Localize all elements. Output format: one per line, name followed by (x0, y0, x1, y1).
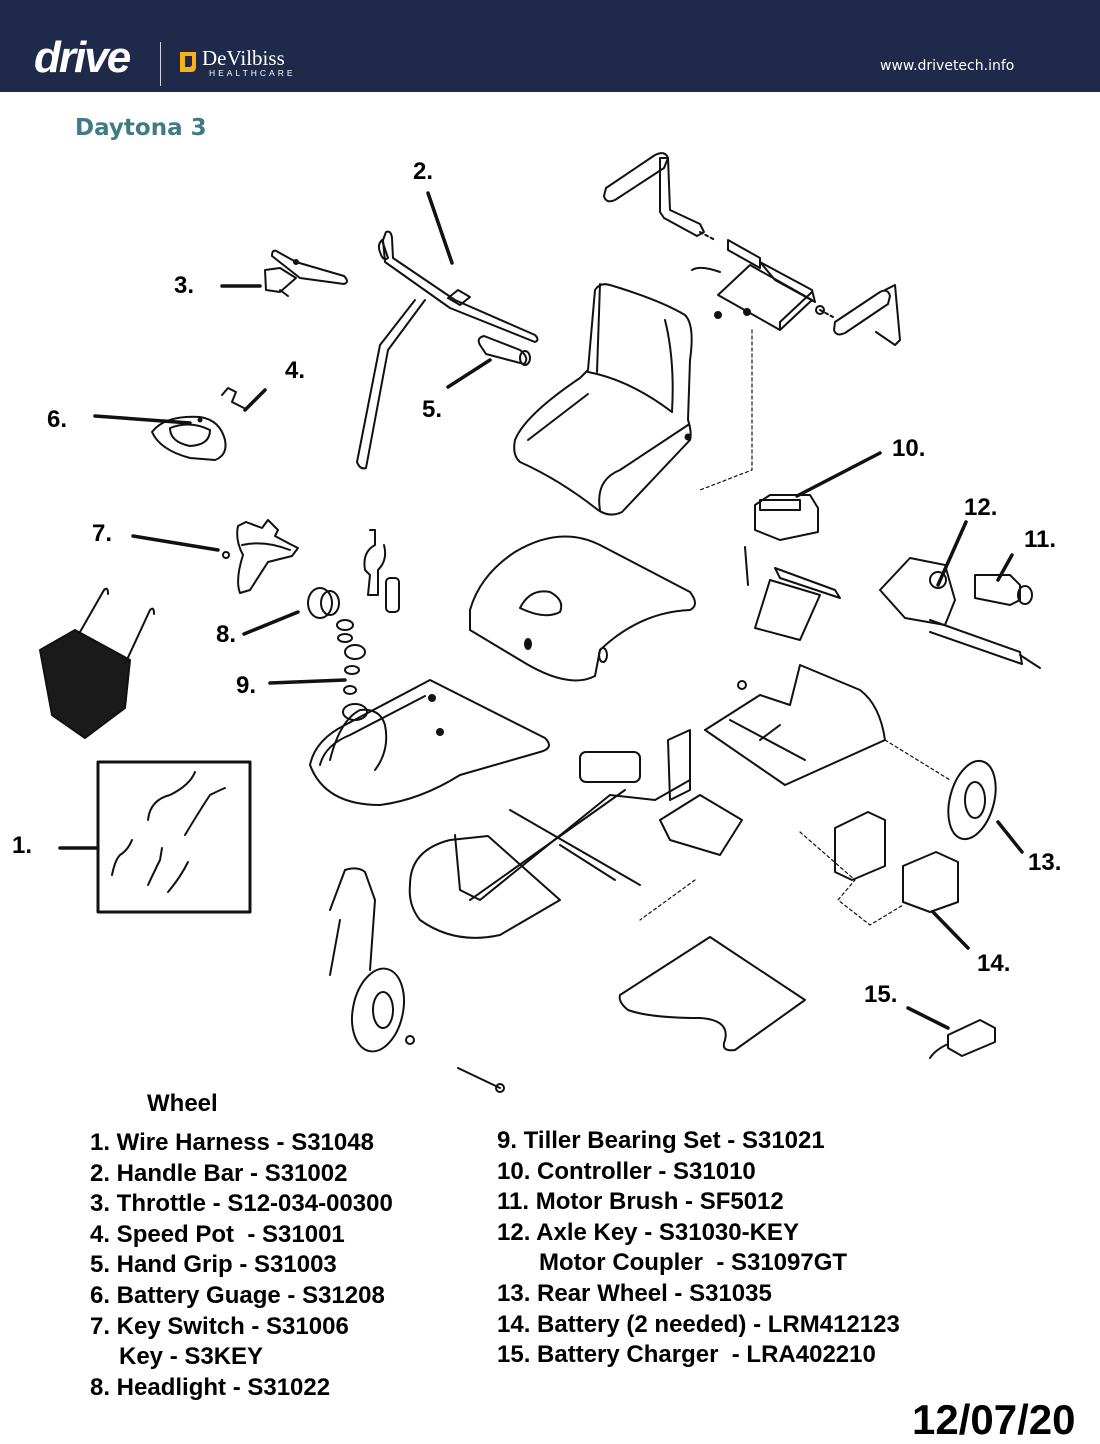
floor-pan-illustration (309, 679, 550, 806)
part-item: 15. Battery Charger - LRA402210 (497, 1341, 876, 1369)
logo-divider (160, 42, 161, 86)
revision-date: 12/07/20 (912, 1396, 1076, 1443)
parts-list-left: 1. Wire Harness - S31048 2. Handle Bar -… (90, 1128, 393, 1403)
part-item: 1. Wire Harness - S31048 (90, 1129, 374, 1156)
parts-list-right: 9. Tiller Bearing Set - S31021 10. Contr… (497, 1126, 900, 1371)
handlebar-illustration (356, 230, 539, 470)
battery-illustration (799, 811, 959, 926)
part-item: 6. Battery Guage - S31208 (90, 1281, 385, 1309)
website-link[interactable]: www.drivetech.info (880, 58, 1015, 74)
part-item: 14. Battery (2 needed) - LRM412123 (497, 1310, 900, 1338)
drive-logo: drive (34, 33, 131, 82)
callout-7: 7. (92, 520, 113, 547)
seat-illustration (513, 283, 693, 516)
callout-3: 3. (174, 272, 195, 299)
battery-charger-illustration (929, 1019, 996, 1059)
part-item: 3. Throttle - S12-034-00300 (90, 1190, 393, 1218)
basket-illustration (39, 587, 155, 739)
transaxle-illustration (879, 557, 1041, 669)
part-item: Motor Coupler - S31097GT (539, 1249, 848, 1277)
callout-leader-lines (58, 191, 1024, 1030)
throttle-illustration (264, 249, 348, 297)
devilbiss-name: DeVilbiss (202, 46, 285, 70)
callout-5: 5. (422, 396, 443, 423)
callout-14: 14. (977, 950, 1011, 977)
headlight-illustration (307, 587, 340, 619)
armrest-assembly (603, 152, 901, 491)
callout-9: 9. (236, 672, 257, 699)
wire-harness-illustration (96, 760, 252, 914)
part-item: 10. Controller - S31010 (497, 1157, 756, 1185)
key-switch-illustration (222, 519, 299, 594)
callout-6: 6. (47, 406, 68, 433)
callout-12: 12. (964, 494, 998, 521)
callout-1: 1. (12, 832, 33, 859)
part-item: 2. Handle Bar - S31002 (90, 1159, 348, 1187)
main-frame-illustration (329, 729, 743, 976)
controller-illustration (754, 494, 819, 541)
devilbiss-subtitle: HEALTHCARE (209, 68, 296, 78)
bracket-illustration (737, 546, 841, 690)
callout-10: 10. (892, 435, 926, 462)
parts-heading: Wheel (147, 1090, 218, 1117)
part-item: 7. Key Switch - S31006 (90, 1312, 349, 1340)
page-title: Daytona 3 (75, 115, 207, 141)
tiller-bearing-illustration (336, 529, 400, 695)
front-wheel-illustration (351, 967, 505, 1093)
part-item: 11. Motor Brush - SF5012 (497, 1188, 784, 1216)
motor-brush-illustration (974, 574, 1033, 606)
rear-wheel-illustration (884, 739, 997, 841)
hand-grip-illustration (477, 335, 531, 366)
rear-frame-illustration (704, 664, 886, 786)
callout-13: 13. (1028, 849, 1062, 876)
callout-2: 2. (413, 158, 434, 185)
callout-8: 8. (216, 621, 237, 648)
part-item: 4. Speed Pot - S31001 (90, 1220, 345, 1248)
part-item: Key - S3KEY (119, 1343, 264, 1371)
part-item: 13. Rear Wheel - S31035 (497, 1279, 772, 1307)
part-item: 9. Tiller Bearing Set - S31021 (497, 1127, 825, 1154)
exploded-parts-diagram (39, 152, 1041, 1093)
callout-15: 15. (864, 981, 898, 1008)
part-item: 8. Headlight - S31022 (90, 1373, 331, 1401)
speed-pot-illustration (221, 387, 245, 409)
floor-mat-illustration (618, 879, 806, 1052)
part-item: 12. Axle Key - S31030-KEY (497, 1218, 799, 1246)
devilbiss-logo-icon (180, 52, 196, 72)
front-shroud-illustration (469, 535, 696, 682)
callout-11: 11. (1024, 526, 1057, 553)
part-item: 5. Hand Grip - S31003 (90, 1251, 337, 1279)
header-bar: drive DeVilbiss HEALTHCARE www.drivetech… (0, 0, 1100, 92)
callout-4: 4. (285, 357, 306, 384)
